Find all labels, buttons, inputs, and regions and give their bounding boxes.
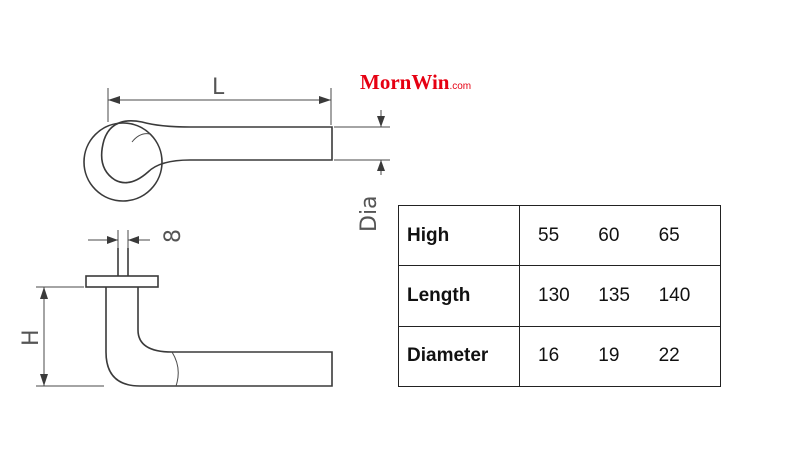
row-label: High	[398, 204, 520, 267]
value-cell: 16	[538, 345, 560, 367]
value-cell: 65	[658, 224, 680, 246]
brand-domain: .com	[449, 81, 472, 92]
rosette-circle	[83, 122, 163, 202]
lever-side-bend-line	[171, 351, 179, 387]
row-values: 130 135 140	[519, 265, 721, 327]
eight-arrow-left	[107, 236, 118, 244]
brand-logo: MornWin.com	[360, 70, 471, 95]
lever-top-inner	[131, 133, 151, 143]
dia-arrow-top	[377, 116, 385, 127]
rose-plate	[85, 275, 159, 288]
row-values: 16 19 22	[519, 325, 721, 388]
l-arrow-left	[108, 96, 120, 104]
value-cell: 140	[658, 284, 691, 306]
h-arrow-top	[40, 287, 48, 299]
value-cell: 55	[538, 224, 560, 246]
thickness-label: 8	[161, 229, 186, 243]
table-row: Diameter 16 19 22	[398, 325, 721, 388]
row-values: 55 60 65	[519, 204, 721, 267]
table-row: Length 130 135 140	[398, 265, 721, 327]
brand-name: MornWin	[360, 70, 450, 94]
l-label: L	[212, 75, 225, 100]
dia-arrow-bottom	[377, 160, 385, 171]
spec-table: High 55 60 65 Length 130 135 140 Diamete…	[398, 204, 721, 388]
eight-arrow-right	[128, 236, 139, 244]
lever-top-outline	[100, 120, 333, 184]
lever-side-outline	[105, 287, 333, 387]
value-cell: 135	[598, 284, 630, 306]
table-row: High 55 60 65	[398, 204, 721, 267]
value-cell: 60	[598, 224, 620, 246]
row-label: Diameter	[398, 325, 520, 388]
side-view: 8 H	[19, 229, 333, 387]
top-view: L Dia	[83, 75, 390, 232]
value-cell: 130	[538, 284, 570, 306]
h-label: H	[19, 329, 44, 346]
dia-label: Dia	[357, 195, 382, 232]
row-label: Length	[398, 265, 520, 327]
h-arrow-bottom	[40, 374, 48, 386]
l-arrow-right	[319, 96, 331, 104]
value-cell: 22	[658, 345, 680, 367]
value-cell: 19	[598, 345, 620, 367]
